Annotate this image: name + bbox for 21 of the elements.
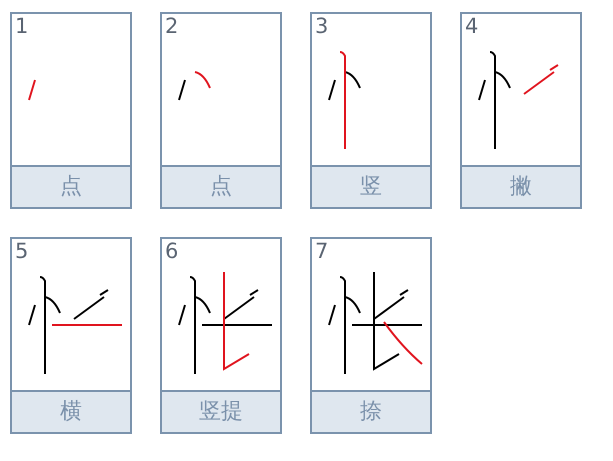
stroke-card bbox=[160, 12, 282, 209]
stroke-name: 竖提 bbox=[199, 401, 243, 423]
step-number: 3 bbox=[315, 16, 328, 37]
step-number: 6 bbox=[165, 241, 178, 262]
stroke-card bbox=[10, 12, 132, 209]
stroke-name: 点 bbox=[60, 176, 82, 198]
stroke-card bbox=[310, 237, 432, 434]
stroke-name: 撇 bbox=[510, 176, 532, 198]
stroke-name: 捺 bbox=[360, 401, 382, 423]
step-number: 4 bbox=[465, 16, 478, 37]
step-number: 7 bbox=[315, 241, 328, 262]
step-number: 5 bbox=[15, 241, 28, 262]
stroke-card bbox=[10, 237, 132, 434]
stroke-name: 点 bbox=[210, 176, 232, 198]
stroke-card bbox=[460, 12, 582, 209]
stroke-card bbox=[310, 12, 432, 209]
stroke-name: 竖 bbox=[360, 176, 382, 198]
stroke-name: 横 bbox=[60, 401, 82, 423]
stroke-card bbox=[160, 237, 282, 434]
step-number: 2 bbox=[165, 16, 178, 37]
step-number: 1 bbox=[15, 16, 28, 37]
